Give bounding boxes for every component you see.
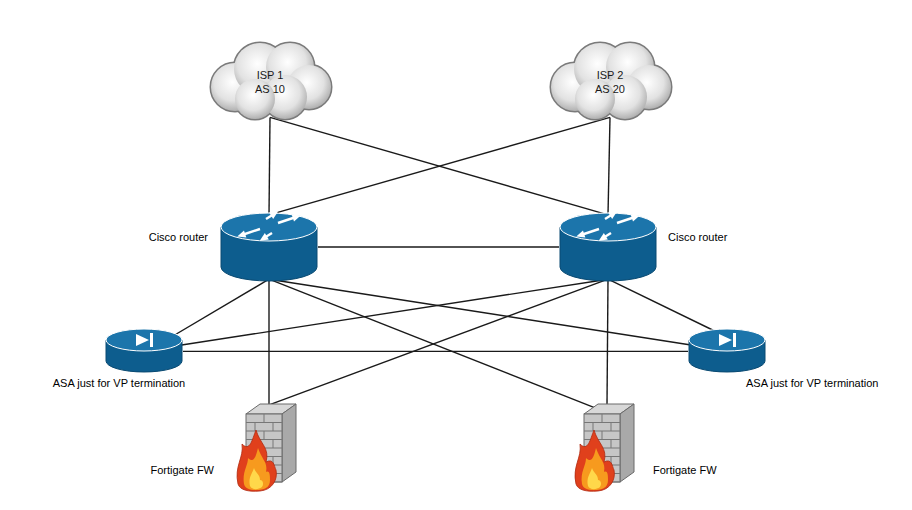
device-node: Fortigate FW xyxy=(236,400,302,492)
device-label: Cisco router xyxy=(668,231,727,244)
device-node: Cisco router xyxy=(559,212,657,282)
network-link xyxy=(269,279,697,346)
isp-node: ISP 1 AS 10 xyxy=(205,35,335,120)
router-symbol xyxy=(220,212,318,282)
network-link xyxy=(608,279,727,337)
network-link xyxy=(183,351,688,352)
network-link xyxy=(607,279,608,404)
asa-symbol xyxy=(105,328,183,373)
device-label: Fortigate FW xyxy=(653,464,717,477)
device-label: ASA just for VP termination xyxy=(53,377,185,390)
network-link xyxy=(175,279,608,346)
device-node: ASA just for VP termination xyxy=(688,328,766,373)
network-link xyxy=(269,117,270,214)
device-label: Cisco router xyxy=(149,231,208,244)
network-link xyxy=(269,279,594,407)
device-node: ASA just for VP termination xyxy=(105,328,183,373)
network-link xyxy=(268,279,269,404)
firewall-symbol xyxy=(574,400,640,492)
network-link xyxy=(318,246,559,247)
device-node: Cisco router xyxy=(220,212,318,282)
network-link xyxy=(269,117,610,214)
router-symbol xyxy=(559,212,657,282)
network-link xyxy=(262,279,608,407)
isp-label: ISP 1 AS 10 xyxy=(249,68,291,96)
firewall-symbol xyxy=(236,400,302,492)
network-link xyxy=(171,279,269,337)
network-link xyxy=(608,117,610,214)
device-label: Fortigate FW xyxy=(150,464,214,477)
asa-symbol xyxy=(688,328,766,373)
device-label: ASA just for VP termination xyxy=(746,377,878,390)
isp-label: ISP 2 AS 20 xyxy=(589,68,631,96)
isp-node: ISP 2 AS 20 xyxy=(545,35,675,120)
device-node: Fortigate FW xyxy=(574,400,640,492)
